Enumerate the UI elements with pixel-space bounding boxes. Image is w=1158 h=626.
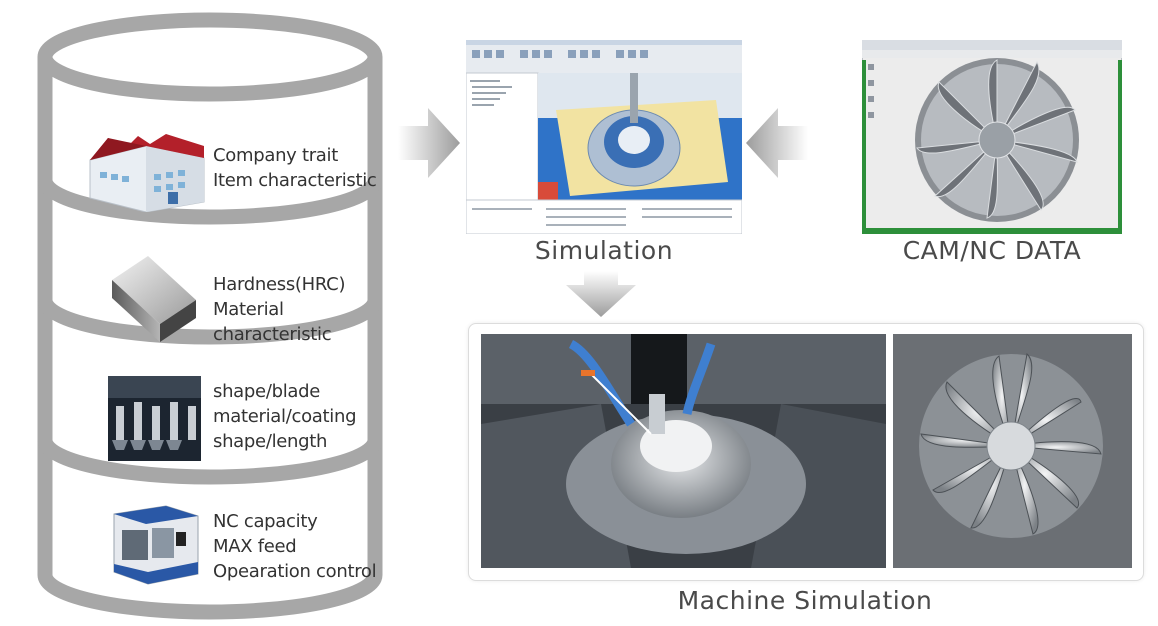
segment-line: Material characteristic [213, 299, 332, 345]
segment-line: material/coating [213, 406, 357, 427]
metal-block-icon [112, 256, 196, 342]
cnc-machine-icon [113, 505, 199, 585]
simulation-caption: Simulation [534, 236, 674, 265]
tool-holder-icon [108, 376, 201, 461]
machining-photo [481, 334, 886, 568]
cam-nc-caption: CAM/NC DATA [902, 236, 1082, 265]
segment-company-text: Company trait Item characteristic [213, 143, 383, 193]
segment-nc-text: NC capacity MAX feed Opearation control [213, 509, 388, 584]
segment-tool-text: shape/blade material/coating shape/lengt… [213, 379, 383, 454]
arrow-left-icon [746, 108, 808, 178]
segment-hardness-text: Hardness(HRC) Material characteristic [213, 272, 383, 347]
cam-nc-screenshot [862, 40, 1122, 234]
segment-line: Company trait [213, 145, 339, 166]
segment-line: MAX feed [213, 536, 297, 557]
database-cylinder [37, 12, 383, 620]
impeller-photo [893, 334, 1132, 568]
segment-line: shape/blade [213, 381, 321, 402]
segment-line: shape/length [213, 431, 328, 452]
segment-line: Opearation control [213, 561, 377, 582]
machine-simulation-caption: Machine Simulation [677, 586, 933, 615]
arrow-right-icon [398, 108, 460, 178]
segment-line: Item characteristic [213, 170, 377, 191]
factory-icon [89, 134, 205, 212]
simulation-screenshot [466, 40, 742, 234]
segment-line: NC capacity [213, 511, 318, 532]
segment-line: Hardness(HRC) [213, 274, 346, 295]
arrow-down-icon [566, 271, 636, 317]
